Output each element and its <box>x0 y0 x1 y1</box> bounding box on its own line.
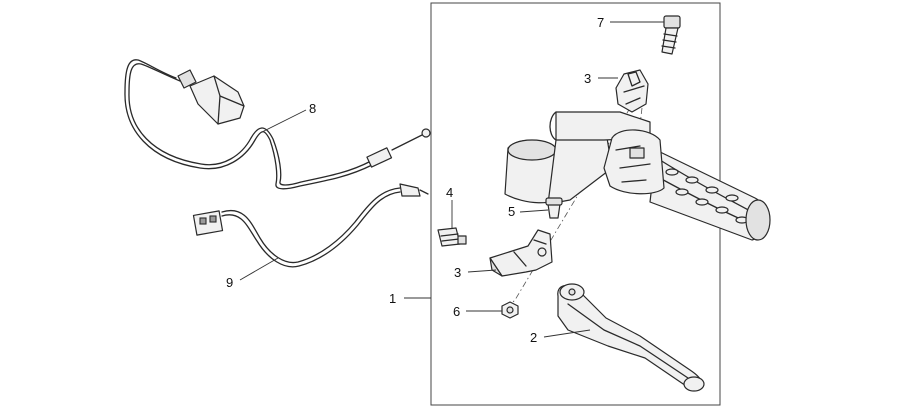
part-2-clutch-lever[interactable] <box>557 283 705 392</box>
leader-2 <box>543 329 591 338</box>
callout-7: 7 <box>597 15 604 30</box>
callout-9: 9 <box>226 275 233 290</box>
callout-1: 1 <box>389 291 396 306</box>
part-3-upper-clamp[interactable] <box>615 69 649 113</box>
callout-4: 4 <box>446 185 453 200</box>
callout-8: 8 <box>309 101 316 116</box>
callout-5: 5 <box>508 204 515 219</box>
callout-6: 6 <box>453 304 460 319</box>
callout-2: 2 <box>530 330 537 345</box>
leader-5 <box>519 209 549 213</box>
part-3-lever-bracket[interactable] <box>489 229 553 277</box>
part-7-screw[interactable] <box>661 15 681 55</box>
switch-housing[interactable] <box>603 129 665 195</box>
callout-3-lower: 3 <box>454 265 461 280</box>
leader-9 <box>239 257 279 281</box>
part-5-bolt[interactable] <box>545 197 563 219</box>
clutch-switch-wire[interactable] <box>192 183 429 268</box>
leader-8 <box>261 109 307 133</box>
clutch-cable[interactable] <box>124 59 431 190</box>
callout-3-upper: 3 <box>584 71 591 86</box>
leader-3b <box>467 269 497 273</box>
handlebar-grip[interactable] <box>649 149 771 241</box>
part-4-adjuster-screw[interactable] <box>437 227 467 247</box>
part-6-nut[interactable] <box>501 301 519 319</box>
switch-connector-plug[interactable] <box>177 69 245 125</box>
